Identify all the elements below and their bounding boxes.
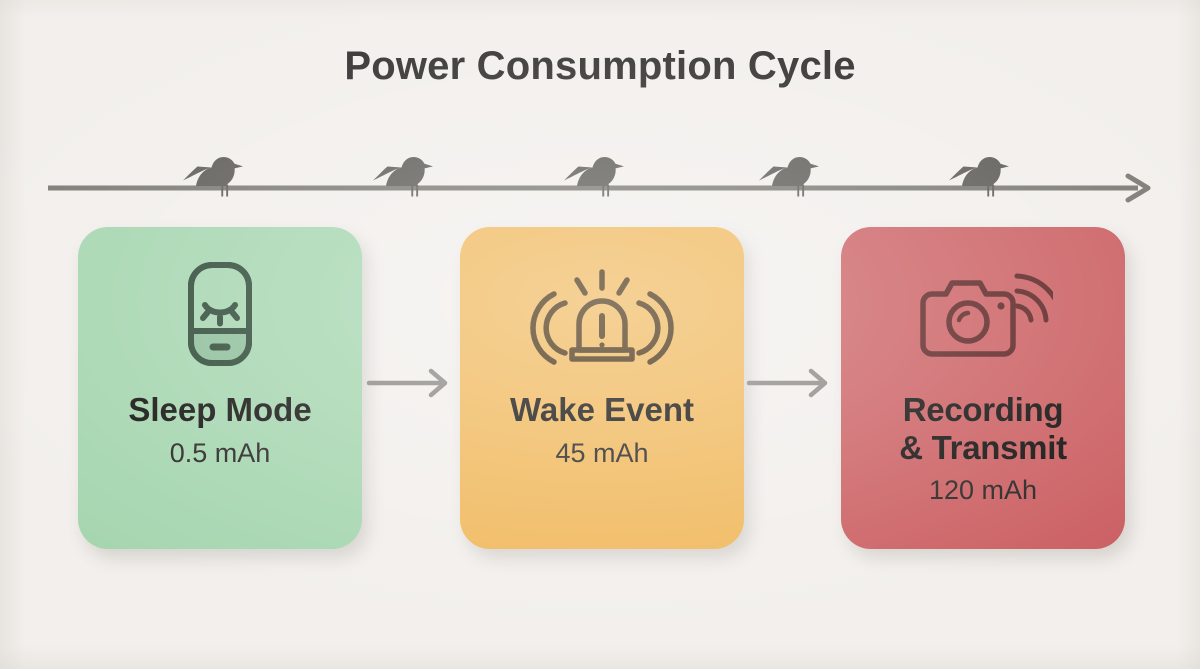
camera-transmit-icon [913,255,1053,373]
stage-title: Wake Event [509,391,694,428]
bird-icon [183,157,243,197]
timeline-svg [48,157,1151,203]
stage-card-wake-event[interactable]: Wake Event 45 mAh [460,227,744,549]
stage-value: 0.5 mAh [169,437,271,468]
stage-card-recording-transmit[interactable]: Recording & Transmit 120 mAh [841,227,1125,549]
timeline-arrowhead-icon [1125,173,1151,203]
bird-icon [564,157,624,197]
bird-icon [373,157,433,197]
stage-value: 45 mAh [555,437,649,468]
arrowhead-icon [808,368,828,398]
connector-sleep-to-wake [365,362,463,404]
bird-timeline [0,140,1200,206]
bird-icon [949,157,1009,197]
stage-title-line-2: & Transmit [899,428,1067,466]
arrowhead-icon [428,368,448,398]
alarm-siren-icon [527,255,677,373]
timeline-birds [183,157,1009,197]
stage-title-line-1: Recording [902,391,1064,428]
stage-card-sleep-mode[interactable]: Sleep Mode 0.5 mAh [78,227,362,549]
stage-value: 120 mAh [928,475,1038,506]
stage-title: Sleep Mode [128,391,312,428]
stage-title: Recording & Transmit [899,391,1067,466]
bird-icon [759,157,819,197]
page-title: Power Consumption Cycle [344,44,856,88]
connector-wake-to-recording [745,362,843,404]
sleeping-device-icon [172,255,268,373]
